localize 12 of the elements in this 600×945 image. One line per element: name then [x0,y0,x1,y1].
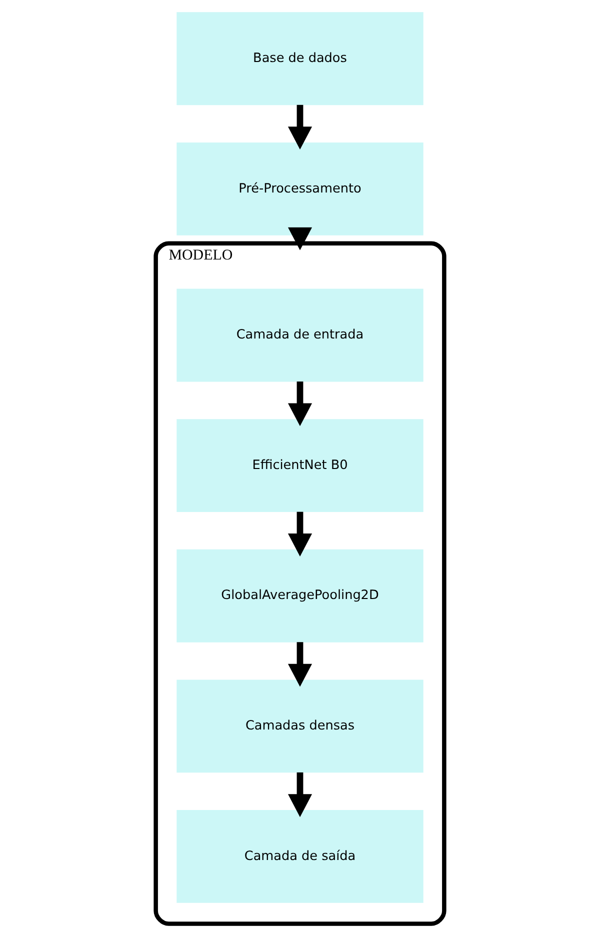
arrow [288,512,312,556]
node-box: EfficientNet B0 [176,419,424,512]
arrow [288,642,312,687]
arrow [288,772,312,818]
arrow [288,227,312,250]
arrow [288,104,312,150]
arrow [288,382,312,426]
node-box: Camada de saída [176,810,424,903]
node-box: Camada de entrada [176,288,424,382]
node-box: Base de dados [176,12,424,106]
node-box: GlobalAveragePooling2D [176,549,424,642]
node-box: Camadas densas [176,680,424,773]
